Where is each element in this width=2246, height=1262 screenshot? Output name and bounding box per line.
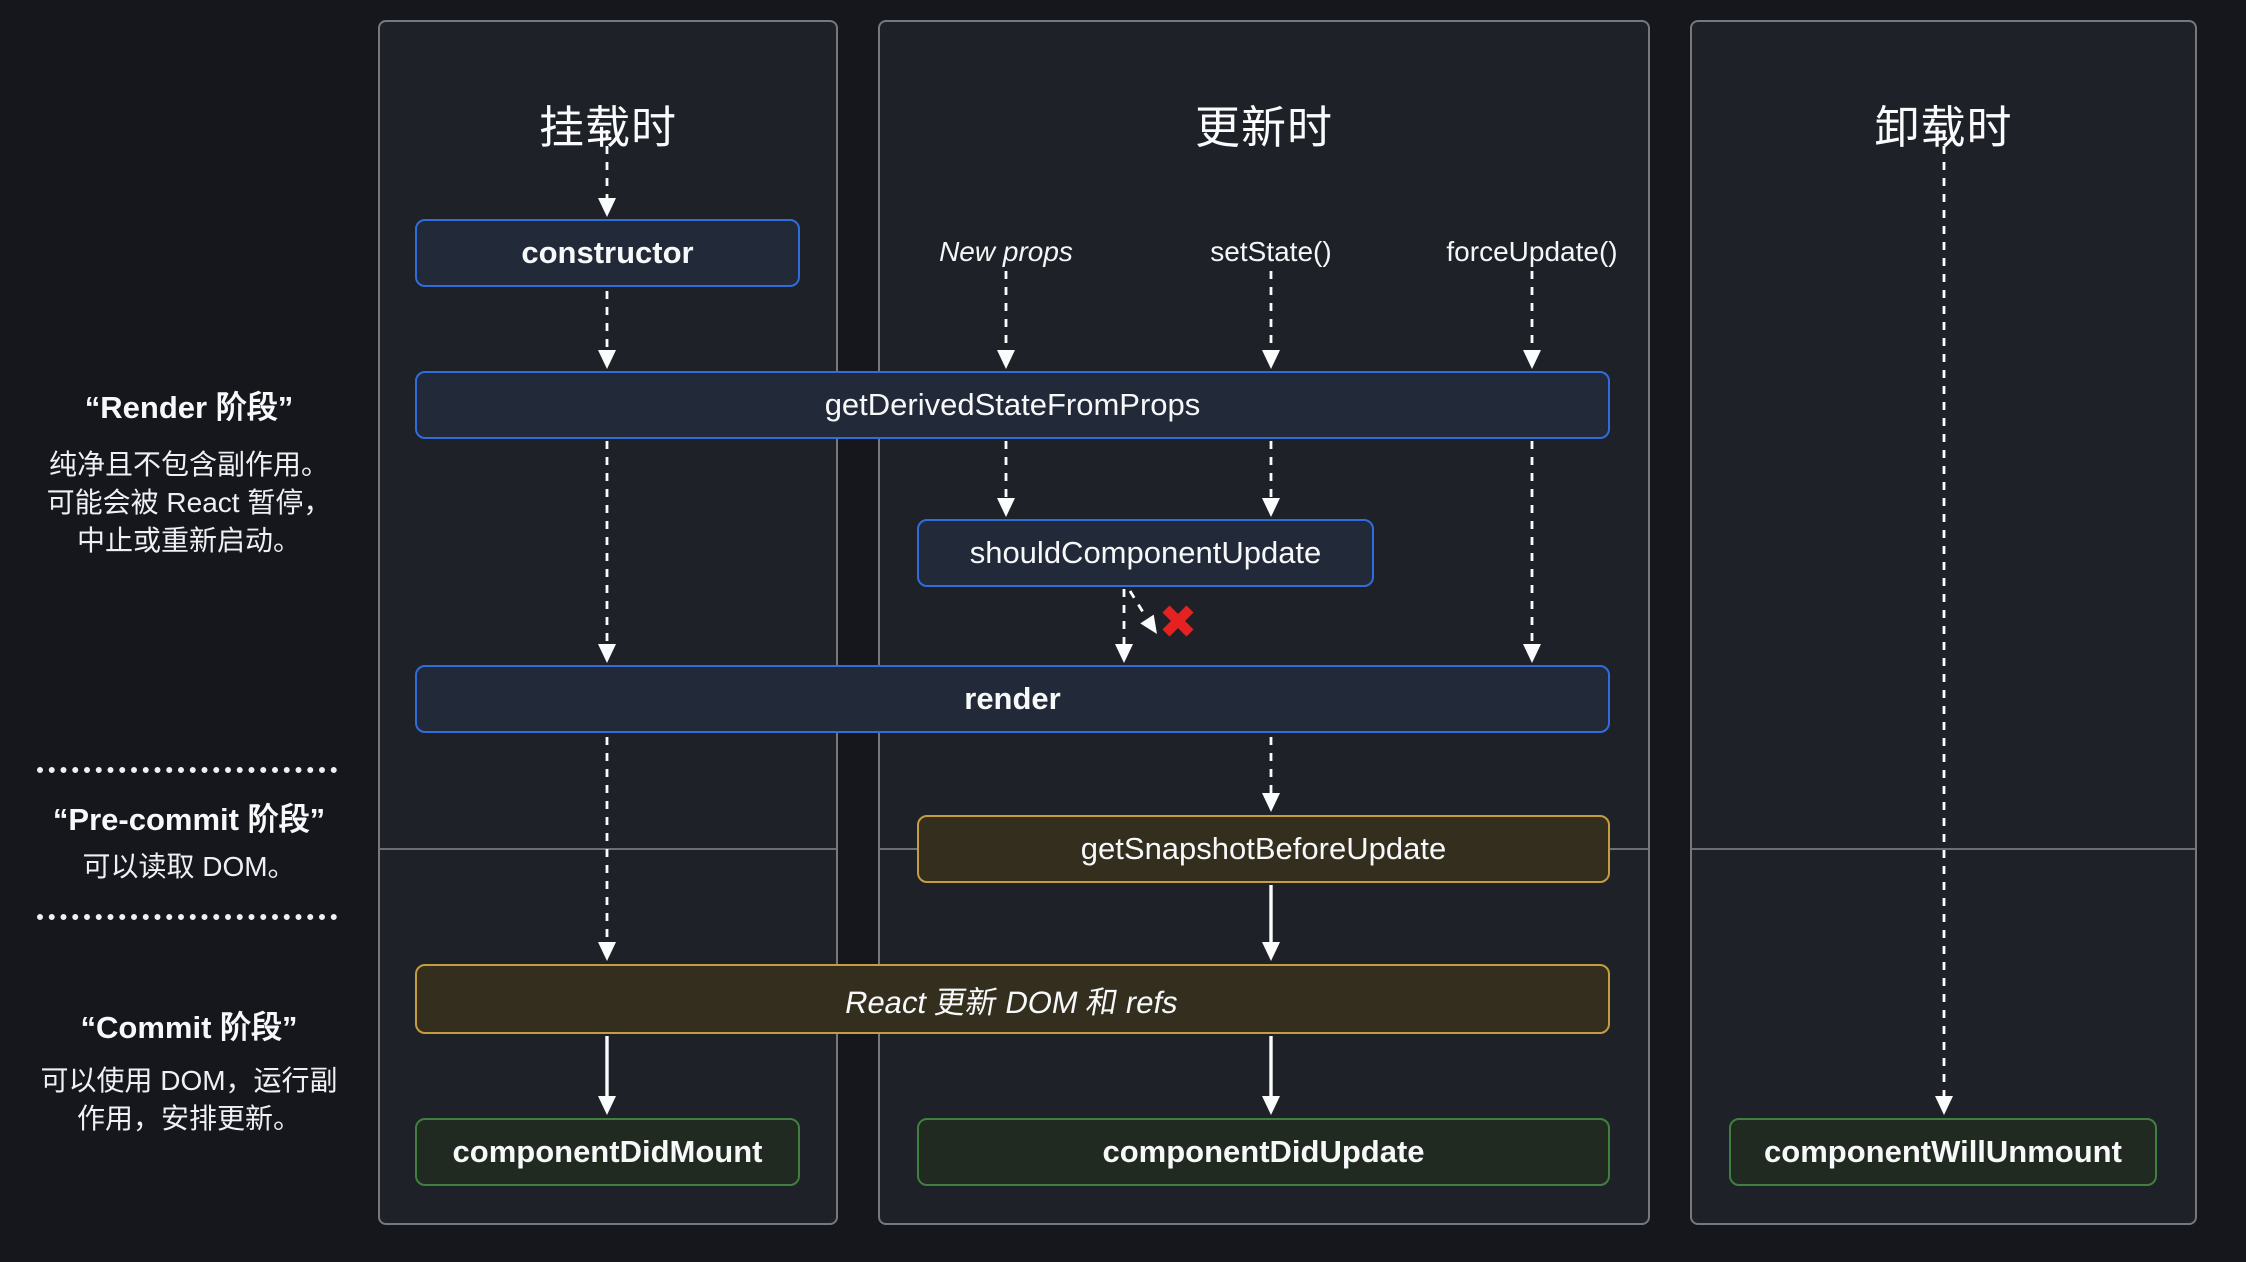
precommit-phase-title: “Pre-commit 阶段”: [52, 802, 326, 837]
shouldcomponentupdate-label: shouldComponentUpdate: [969, 535, 1322, 570]
render-box[interactable]: render: [415, 665, 1610, 733]
commit-phase-label: “Commit 阶段” 可以使用 DOM，运行副作用，安排更新。: [0, 1006, 378, 1138]
react-updates-dom-label: React 更新 DOM 和 refs: [842, 984, 1182, 1020]
react-updates-dom-box: React 更新 DOM 和 refs: [415, 964, 1610, 1034]
constructor-box[interactable]: constructor: [415, 219, 800, 287]
column-updating: 更新时: [878, 20, 1650, 1225]
componentdidmount-box[interactable]: componentDidMount: [415, 1118, 800, 1186]
render-phase-title: “Render 阶段”: [84, 390, 294, 425]
new-props-label: New props: [939, 236, 1073, 267]
forceupdate-label: forceUpdate(): [1446, 236, 1618, 267]
column-mounting: 挂载时: [378, 20, 838, 1225]
column-unmounting: 卸载时: [1690, 20, 2197, 1225]
componentdidmount-label: componentDidMount: [452, 1134, 763, 1169]
getsnapshotbeforeupdate-box[interactable]: getSnapshotBeforeUpdate: [917, 815, 1610, 883]
updating-title: 更新时: [1194, 102, 1333, 154]
phase-rail: “Render 阶段” 纯净且不包含副作用。可能会被 React 暂停，中止或重…: [0, 0, 378, 1262]
phase-divider-line: [1692, 848, 2195, 850]
unmounting-title: 卸载时: [1874, 102, 2013, 154]
shouldcomponentupdate-box[interactable]: shouldComponentUpdate: [917, 519, 1374, 587]
commit-phase-title: “Commit 阶段”: [80, 1010, 298, 1045]
setstate-label: setState(): [1210, 236, 1332, 267]
precommit-phase-label: “Pre-commit 阶段” 可以读取 DOM。: [0, 798, 378, 886]
componentwillunmount-box[interactable]: componentWillUnmount: [1729, 1118, 2157, 1186]
commit-phase-desc: 可以使用 DOM，运行副作用，安排更新。: [40, 1065, 338, 1134]
getsnapshotbeforeupdate-label: getSnapshotBeforeUpdate: [1080, 831, 1447, 866]
constructor-label: constructor: [521, 235, 694, 270]
render-phase-label: “Render 阶段” 纯净且不包含副作用。可能会被 React 暂停，中止或重…: [0, 386, 378, 560]
phase-separator: [37, 914, 337, 920]
render-phase-desc: 纯净且不包含副作用。可能会被 React 暂停，中止或重新启动。: [46, 449, 332, 556]
precommit-phase-desc: 可以读取 DOM。: [82, 851, 296, 882]
mounting-title: 挂载时: [538, 102, 677, 154]
phase-divider-line: [380, 848, 836, 850]
componentwillunmount-label: componentWillUnmount: [1764, 1134, 2122, 1169]
componentdidupdate-box[interactable]: componentDidUpdate: [917, 1118, 1610, 1186]
render-label: render: [964, 681, 1061, 716]
phase-separator: [37, 767, 337, 773]
getderivedstatefromprops-box[interactable]: getDerivedStateFromProps: [415, 371, 1610, 439]
componentdidupdate-label: componentDidUpdate: [1102, 1134, 1425, 1169]
update-cancelled-x-icon: [1162, 605, 1194, 637]
getderivedstatefromprops-label: getDerivedStateFromProps: [824, 387, 1201, 422]
